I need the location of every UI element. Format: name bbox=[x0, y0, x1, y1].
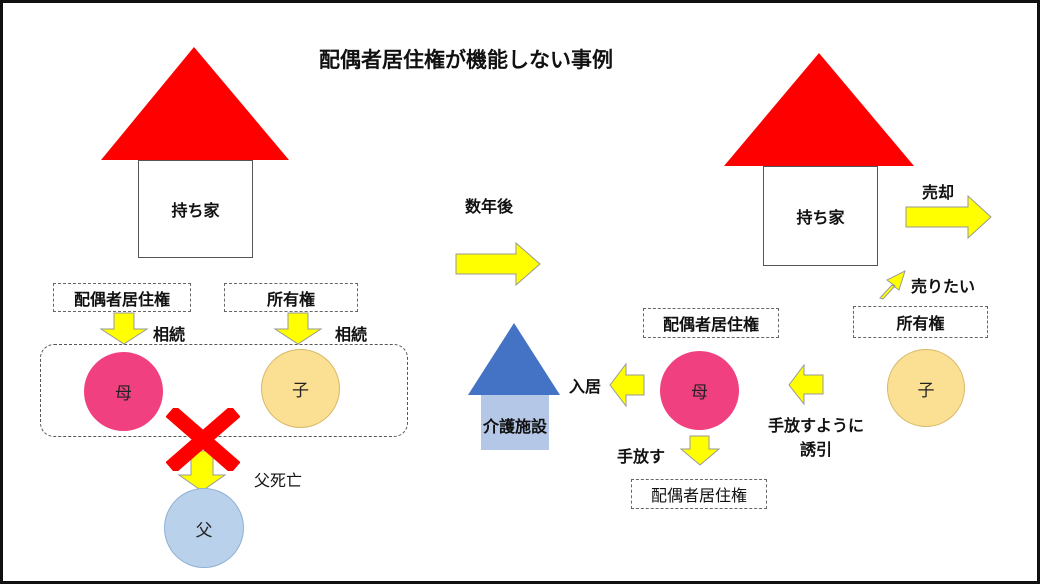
right-mother-label: 母 bbox=[691, 383, 708, 403]
father-label: 父 bbox=[195, 520, 213, 541]
left-child-circle: 子 bbox=[261, 349, 340, 428]
want-sell-label: 売りたい bbox=[911, 277, 976, 296]
right-house-label: 持ち家 bbox=[796, 208, 845, 227]
move-in-label: 入居 bbox=[569, 377, 602, 396]
page-title: 配偶者居住権が機能しない事例 bbox=[319, 48, 613, 72]
left-ownership-box: 所有権 bbox=[224, 283, 358, 312]
want-sell-arrow bbox=[879, 270, 906, 300]
released-spouse-right-box: 配偶者居住権 bbox=[631, 479, 767, 509]
years-later-arrow bbox=[455, 241, 541, 287]
left-ownership-label: 所有権 bbox=[266, 289, 315, 309]
induce-label: 手放すように 誘引 bbox=[756, 414, 876, 462]
right-house-roof bbox=[724, 53, 914, 166]
release-arrow bbox=[679, 435, 721, 466]
induce-label-line1: 手放すように bbox=[767, 416, 864, 435]
left-house-label: 持ち家 bbox=[171, 201, 220, 220]
deceased-cross-icon bbox=[166, 408, 240, 471]
sell-label: 売却 bbox=[922, 183, 955, 202]
right-spouse-right-label: 配偶者居住権 bbox=[662, 315, 759, 334]
down-arrow-ownership-left bbox=[273, 312, 323, 345]
right-ownership-label: 所有権 bbox=[896, 314, 945, 333]
father-circle: 父 bbox=[164, 488, 244, 568]
left-mother-circle: 母 bbox=[84, 352, 163, 431]
left-child-label: 子 bbox=[292, 381, 309, 401]
left-house-body: 持ち家 bbox=[138, 160, 253, 258]
facility-body: 介護施設 bbox=[481, 395, 549, 450]
move-in-arrow bbox=[609, 362, 645, 408]
inherit-label-child: 相続 bbox=[335, 325, 368, 344]
induce-label-line2: 誘引 bbox=[799, 440, 832, 459]
inherit-label-mother: 相続 bbox=[153, 325, 186, 344]
sell-arrow bbox=[905, 194, 992, 240]
release-label: 手放す bbox=[617, 447, 666, 466]
down-arrow-spouse-right-left bbox=[99, 312, 149, 345]
facility-label: 介護施設 bbox=[482, 417, 547, 436]
induce-arrow bbox=[788, 363, 824, 406]
facility-roof bbox=[468, 323, 560, 395]
heirs-group-box bbox=[40, 344, 408, 437]
released-spouse-right-label: 配偶者居住権 bbox=[650, 486, 747, 505]
right-mother-circle: 母 bbox=[660, 351, 739, 430]
diagram-shapes bbox=[99, 47, 992, 492]
right-child-label: 子 bbox=[917, 380, 935, 401]
right-spouse-right-box: 配偶者居住権 bbox=[643, 308, 779, 338]
years-later-label: 数年後 bbox=[465, 197, 514, 216]
father-death-label: 父死亡 bbox=[254, 471, 303, 490]
right-child-circle: 子 bbox=[887, 349, 965, 427]
right-house-body: 持ち家 bbox=[763, 166, 878, 266]
right-ownership-box: 所有権 bbox=[853, 306, 988, 338]
left-house-roof bbox=[101, 47, 289, 160]
left-spouse-right-box: 配偶者居住権 bbox=[53, 283, 191, 312]
left-spouse-right-label: 配偶者居住権 bbox=[73, 289, 170, 309]
left-mother-label: 母 bbox=[115, 384, 132, 404]
